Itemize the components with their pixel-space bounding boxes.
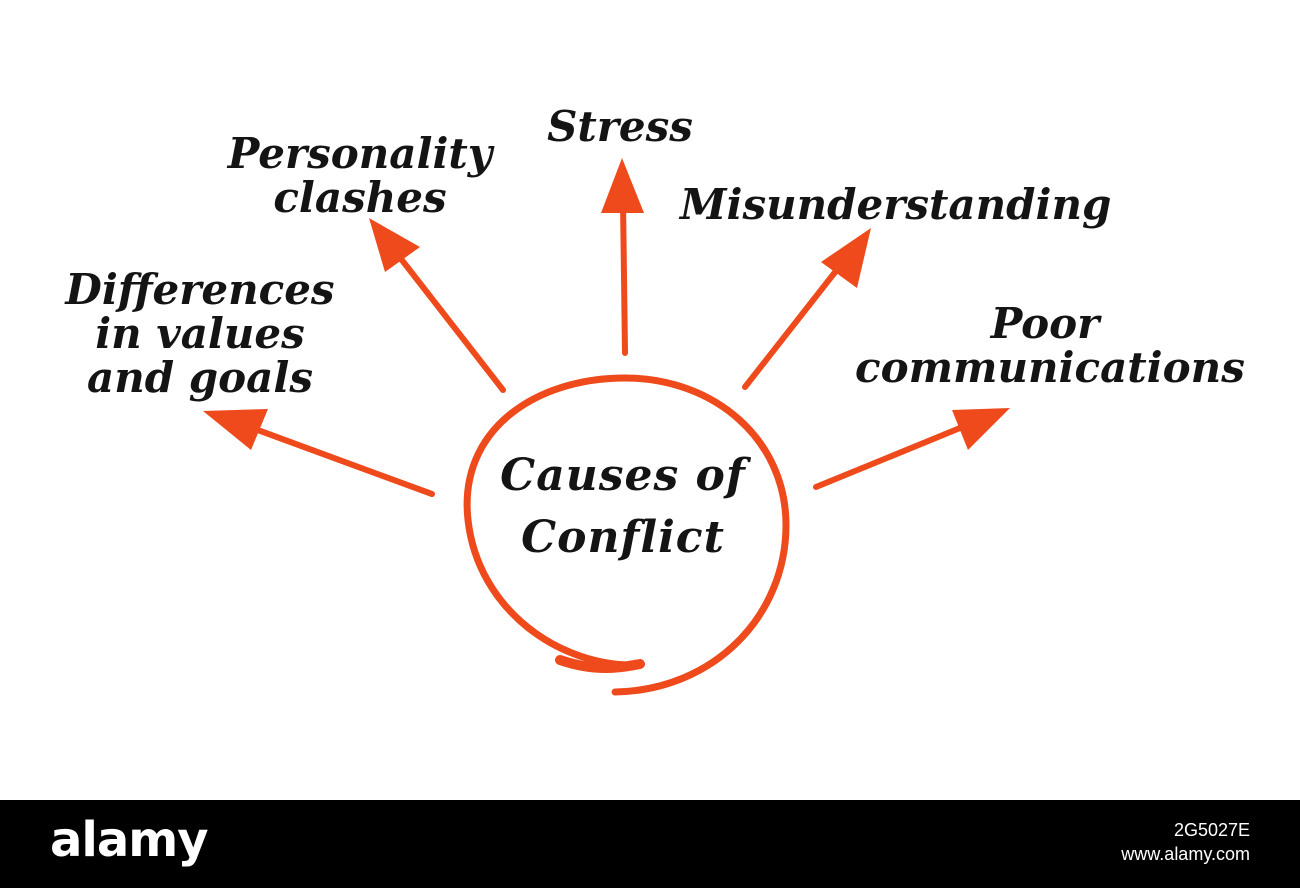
stock-footer-bar: alamy 2G5027E www.alamy.com <box>0 800 1300 888</box>
hub-circle <box>463 374 790 696</box>
arrow-poor-communications <box>813 408 1010 490</box>
cause-label-misunderstanding: Misunderstanding <box>680 180 1112 229</box>
arrow-misunderstanding <box>742 228 871 390</box>
hub-title: Causes of Conflict <box>478 448 768 566</box>
hub-title-line-2: Conflict <box>521 512 725 563</box>
arrow-personality <box>369 218 506 393</box>
cause-label-line: Differences <box>65 265 335 314</box>
arrow-differences <box>203 409 435 497</box>
stock-brand-logo: alamy <box>50 812 209 868</box>
cause-label-line: clashes <box>273 173 447 222</box>
arrow-stress <box>601 158 644 356</box>
cause-label-line: communications <box>855 343 1245 392</box>
hub-title-line-1: Causes of <box>500 450 746 501</box>
cause-label-line: and goals <box>87 353 313 402</box>
cause-label-line: Stress <box>547 102 693 151</box>
stock-site-url: www.alamy.com <box>1121 844 1250 864</box>
cause-label-personality: Personality clashes <box>220 132 500 220</box>
cause-label-differences: Differences in values and goals <box>60 268 340 400</box>
hub-circle-tail <box>555 655 645 673</box>
cause-label-poor-communications: Poor communications <box>855 299 1245 392</box>
cause-label-line: in values <box>95 309 305 358</box>
diagram-graphics <box>203 158 1010 696</box>
cause-label-line: Personality <box>227 129 493 178</box>
stock-image-info: 2G5027E www.alamy.com <box>1121 818 1250 866</box>
cause-label-stress: Stress <box>530 105 710 149</box>
cause-label-line: Misunderstanding <box>680 180 1112 229</box>
cause-label-line: Poor <box>990 299 1100 348</box>
stock-image-id: 2G5027E <box>1173 820 1250 840</box>
